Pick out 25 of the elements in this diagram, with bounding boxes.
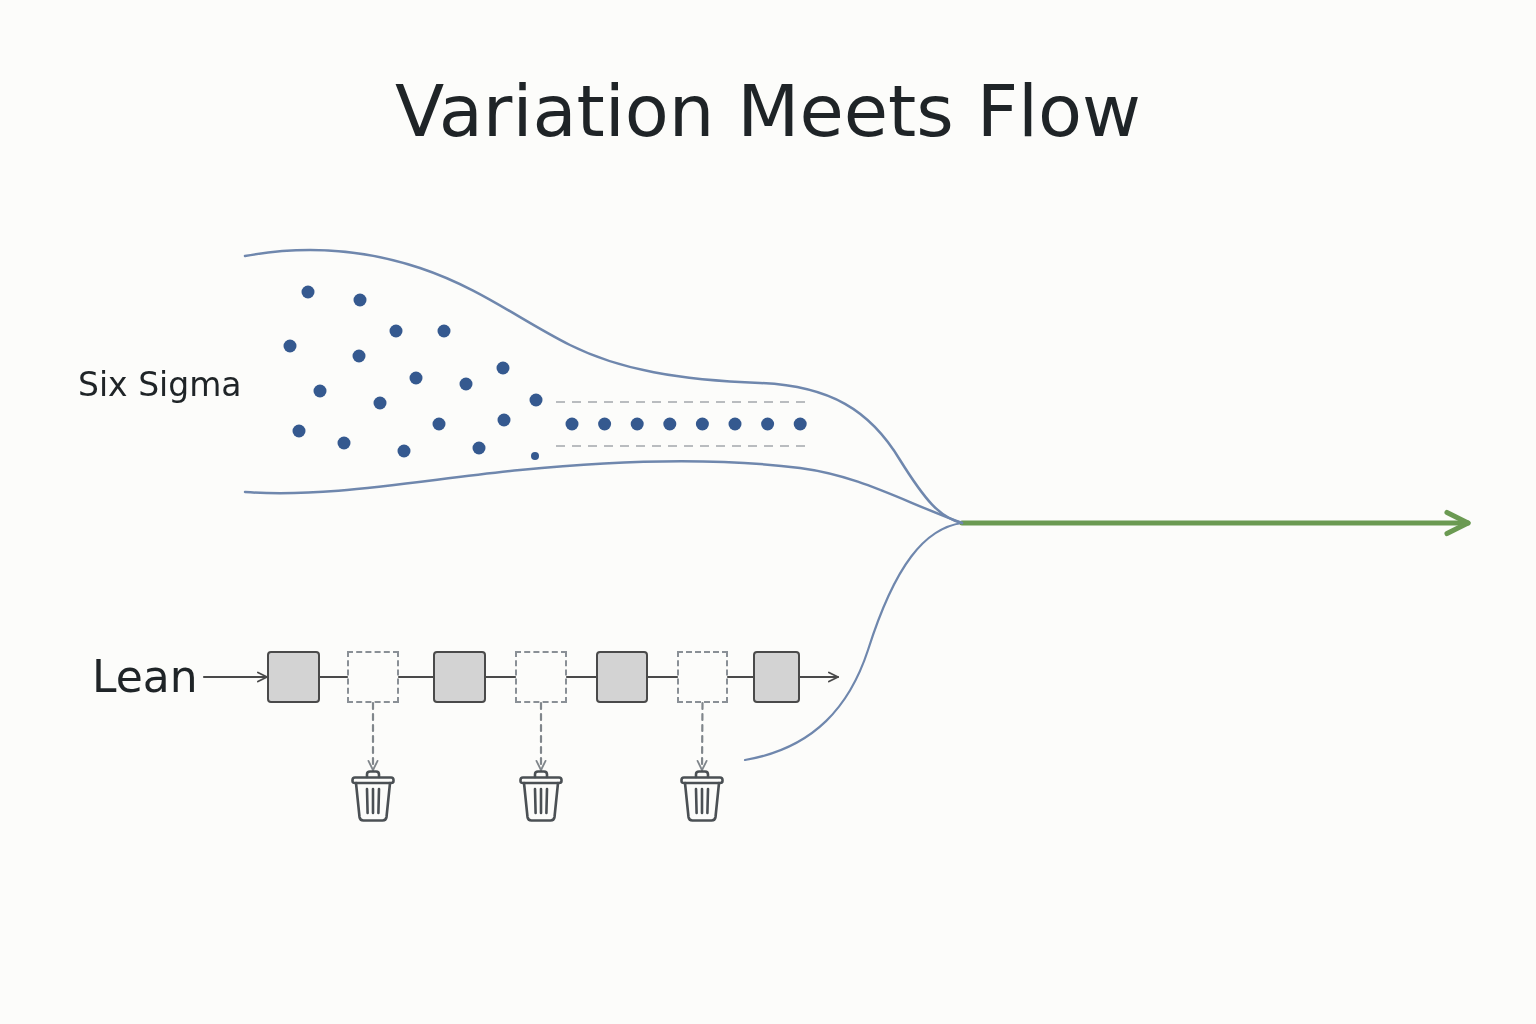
connector-line [646,675,679,679]
arrow [798,671,840,683]
connector-line [484,675,517,679]
title: Variation Meets Flow [395,68,1141,155]
trash-can-icon [519,770,563,822]
row-label: Six Sigma [78,364,242,406]
connector-line [565,675,598,679]
trash-can-icon [680,770,724,822]
connector-line [397,675,435,679]
connector-line [726,675,755,679]
process-step-box [753,651,800,703]
dashed-arrow [367,701,379,772]
connector-line [318,675,349,679]
process-step-box [433,651,486,703]
process-step-box [267,651,320,703]
arrow [202,671,269,683]
empty-step-box [515,651,567,703]
output-arrow [959,509,1471,537]
dashed-arrow [696,701,708,772]
dashed-arrow [535,701,547,772]
row-label: Lean [92,650,198,704]
empty-step-box [677,651,728,703]
empty-step-box [347,651,399,703]
trash-can-icon [351,770,395,822]
process-step-box [596,651,648,703]
